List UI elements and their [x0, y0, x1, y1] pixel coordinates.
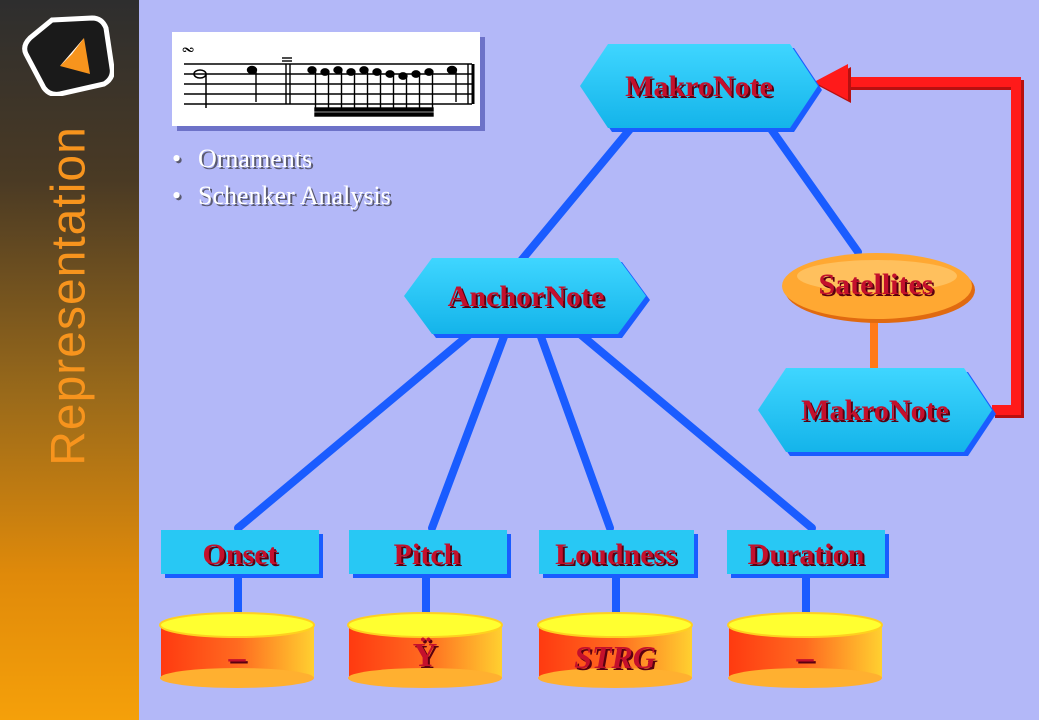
edge-anchornote-loudness	[536, 330, 614, 532]
loudness-value: STRG	[574, 639, 656, 675]
duration-value: –	[796, 639, 815, 676]
svg-text:–: –	[798, 641, 817, 678]
makronote-bottom-label: MakroNote	[801, 394, 949, 427]
value-cylinder-pitch: Ÿ Ÿ	[347, 612, 503, 688]
tree-edges	[234, 118, 862, 622]
edge-makronote-anchornote	[516, 118, 640, 266]
satellites-label: Satellites	[819, 268, 934, 301]
attribute-pitch: Pitch Pitch	[349, 530, 511, 578]
svg-text:Satellites: Satellites	[821, 270, 936, 303]
bullet-ornaments: Ornaments	[198, 144, 313, 173]
attribute-loudness: Loudness Loudness	[539, 530, 698, 578]
svg-text:AnchorNote: AnchorNote	[450, 282, 607, 315]
svg-text:Ÿ: Ÿ	[415, 639, 440, 676]
pitch-label: Pitch	[394, 538, 461, 571]
edge-anchornote-pitch	[428, 330, 509, 532]
svg-text:MakroNote: MakroNote	[627, 72, 775, 105]
svg-text:STRG: STRG	[576, 641, 658, 677]
attribute-duration: Duration Duration	[727, 530, 889, 578]
duration-label: Duration	[748, 538, 865, 571]
onset-label: Onset	[203, 538, 278, 571]
sidebar: Representation	[0, 0, 139, 720]
bullet-item: •Ornaments	[172, 144, 313, 173]
onset-value: –	[228, 639, 247, 676]
pitch-value: Ÿ	[413, 637, 438, 674]
makronote-bottom-node: MakroNote MakroNote	[758, 368, 996, 456]
triangle-logo-icon	[22, 15, 114, 96]
bullet-schenker-analysis: Schenker Analysis	[198, 181, 391, 210]
edge-anchornote-onset	[234, 330, 474, 532]
svg-text:Duration: Duration	[750, 540, 867, 573]
bullet-list: •Ornaments •Schenker Analysis	[172, 140, 391, 214]
makronote-top-node: MakroNote MakroNote	[580, 44, 822, 132]
svg-text:Onset: Onset	[205, 540, 280, 573]
svg-text:Loudness: Loudness	[557, 540, 679, 573]
svg-text:Pitch: Pitch	[396, 540, 463, 573]
svg-text:MakroNote: MakroNote	[803, 396, 951, 429]
feedback-arrow	[814, 64, 1024, 418]
value-cylinder-onset: – –	[159, 612, 315, 688]
anchornote-node: AnchorNote AnchorNote	[404, 258, 650, 338]
music-score-image: 𝆗	[172, 32, 480, 126]
edge-makronote-satellites	[762, 118, 862, 256]
svg-text:–: –	[230, 641, 249, 678]
makronote-top-label: MakroNote	[625, 70, 773, 103]
ornament-symbol: 𝆗	[182, 34, 194, 59]
value-cylinder-loudness: STRG STRG	[537, 612, 693, 688]
bullet-item: •Schenker Analysis	[172, 181, 391, 210]
edge-anchornote-duration	[576, 330, 816, 532]
music-score-icon: 𝆗	[182, 34, 475, 117]
value-cylinder-duration: – –	[727, 612, 883, 688]
loudness-label: Loudness	[555, 538, 677, 571]
satellites-node: Satellites Satellites	[782, 253, 975, 323]
anchornote-label: AnchorNote	[448, 280, 605, 313]
attribute-onset: Onset Onset	[161, 530, 323, 578]
